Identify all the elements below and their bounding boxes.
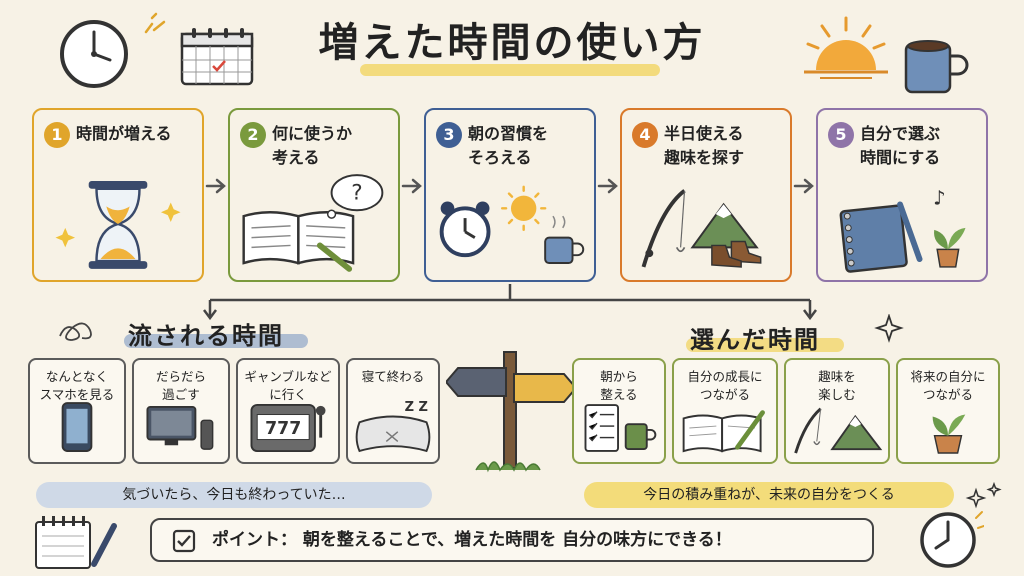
step-card-2: 2 何に使うか 考える ? [228, 108, 400, 282]
step-label: 時間が増える [76, 124, 172, 143]
page-title: 増えた時間の使い方 [318, 20, 706, 66]
clock-icon [920, 511, 984, 568]
point-text: ポイント： 朝を整えることで、増えた時間を 自分の味方にできる！ [212, 530, 732, 550]
right-item-morning: 朝から 整える [572, 358, 666, 464]
left-item-phone: なんとなく スマホを見る [28, 358, 126, 464]
signpost-icon [446, 351, 578, 473]
step-number: 4 [632, 122, 658, 148]
step-number: 3 [436, 122, 462, 148]
arrow-right-icon [597, 178, 618, 194]
svg-text:♪: ♪ [933, 186, 945, 209]
book-thinking-icon: ? [242, 174, 384, 272]
step-label: 半日使える 趣味を探す [664, 124, 745, 167]
branch-connector [203, 284, 817, 321]
right-item-hobby: 趣味を 楽しむ [784, 358, 890, 464]
sparkle-icon [144, 12, 166, 34]
fishing-hiking-icon [641, 189, 762, 268]
title-highlight [360, 64, 660, 76]
hourglass-icon [55, 180, 181, 269]
step-number: 2 [240, 122, 266, 148]
fishing-mountain-icon [794, 407, 883, 454]
checklist-mug-icon [584, 404, 657, 452]
morning-routine-icon [439, 185, 585, 264]
item-label: なんとなく スマホを見る [39, 369, 115, 402]
item-label: 朝から 整える [600, 369, 638, 402]
left-title-highlight [124, 334, 308, 348]
step-label: 何に使うか 考える [272, 124, 353, 167]
sparkle-icon [874, 314, 904, 343]
slot-machine-icon: 777 [250, 403, 326, 453]
step-card-1: 1 時間が増える [32, 108, 204, 282]
scribble-icon [59, 322, 92, 341]
left-section-title: 流される時間 [128, 322, 284, 350]
left-item-slot: ギャンブルなど に行く 777 [236, 358, 340, 464]
notebook-plant-icon: ♪ [839, 186, 966, 273]
book-pencil-icon [682, 410, 765, 453]
sparkle-icon [965, 482, 1002, 509]
tv-remote-icon [146, 405, 214, 450]
sleep-zz: Z Z [404, 400, 428, 415]
wall-clock-icon [60, 20, 128, 88]
item-label: 趣味を 楽しむ [818, 369, 856, 402]
sunrise-icon [804, 16, 888, 79]
checkbox-icon [172, 529, 196, 553]
right-item-growth: 自分の成長に つながる [672, 358, 778, 464]
step-number: 5 [828, 122, 854, 148]
pillow-icon [355, 415, 431, 453]
left-banner: 気づいたら、今日も終わっていた… [36, 482, 432, 508]
step-label: 自分で選ぶ 時間にする [860, 124, 941, 167]
step-number: 1 [44, 122, 70, 148]
right-item-future: 将来の自分に つながる [896, 358, 1000, 464]
notepad-pen-icon [35, 516, 117, 569]
item-label: 寝て終わる [361, 369, 425, 384]
smartphone-icon [61, 402, 93, 452]
svg-text:?: ? [351, 181, 362, 206]
step-card-4: 4 半日使える 趣味を探す [620, 108, 792, 282]
step-card-3: 3 朝の習慣を そろえる [424, 108, 596, 282]
left-item-sleep: 寝て終わる Z Z [346, 358, 440, 464]
arrow-right-icon [205, 178, 226, 194]
arrow-right-icon [401, 178, 422, 194]
left-item-tv: だらだら 過ごす [132, 358, 230, 464]
calendar-icon [180, 28, 254, 86]
coffee-mug-icon [904, 40, 969, 94]
item-label: 自分の成長に つながる [687, 369, 763, 402]
arrow-right-icon [793, 178, 814, 194]
step-card-5: 5 自分で選ぶ 時間にする ♪ [816, 108, 988, 282]
item-label: ギャンブルなど に行く [244, 369, 332, 402]
sprout-icon [932, 414, 966, 454]
point-box: ポイント： 朝を整えることで、増えた時間を 自分の味方にできる！ [150, 518, 874, 562]
right-banner: 今日の積み重ねが、未来の自分をつくる [584, 482, 954, 508]
item-label: 将来の自分に つながる [910, 369, 986, 402]
right-section-title: 選んだ時間 [690, 326, 820, 354]
item-label: だらだら 過ごす [155, 369, 206, 402]
svg-text:777: 777 [265, 419, 301, 439]
right-title-highlight [686, 338, 844, 352]
step-label: 朝の習慣を そろえる [468, 124, 549, 167]
